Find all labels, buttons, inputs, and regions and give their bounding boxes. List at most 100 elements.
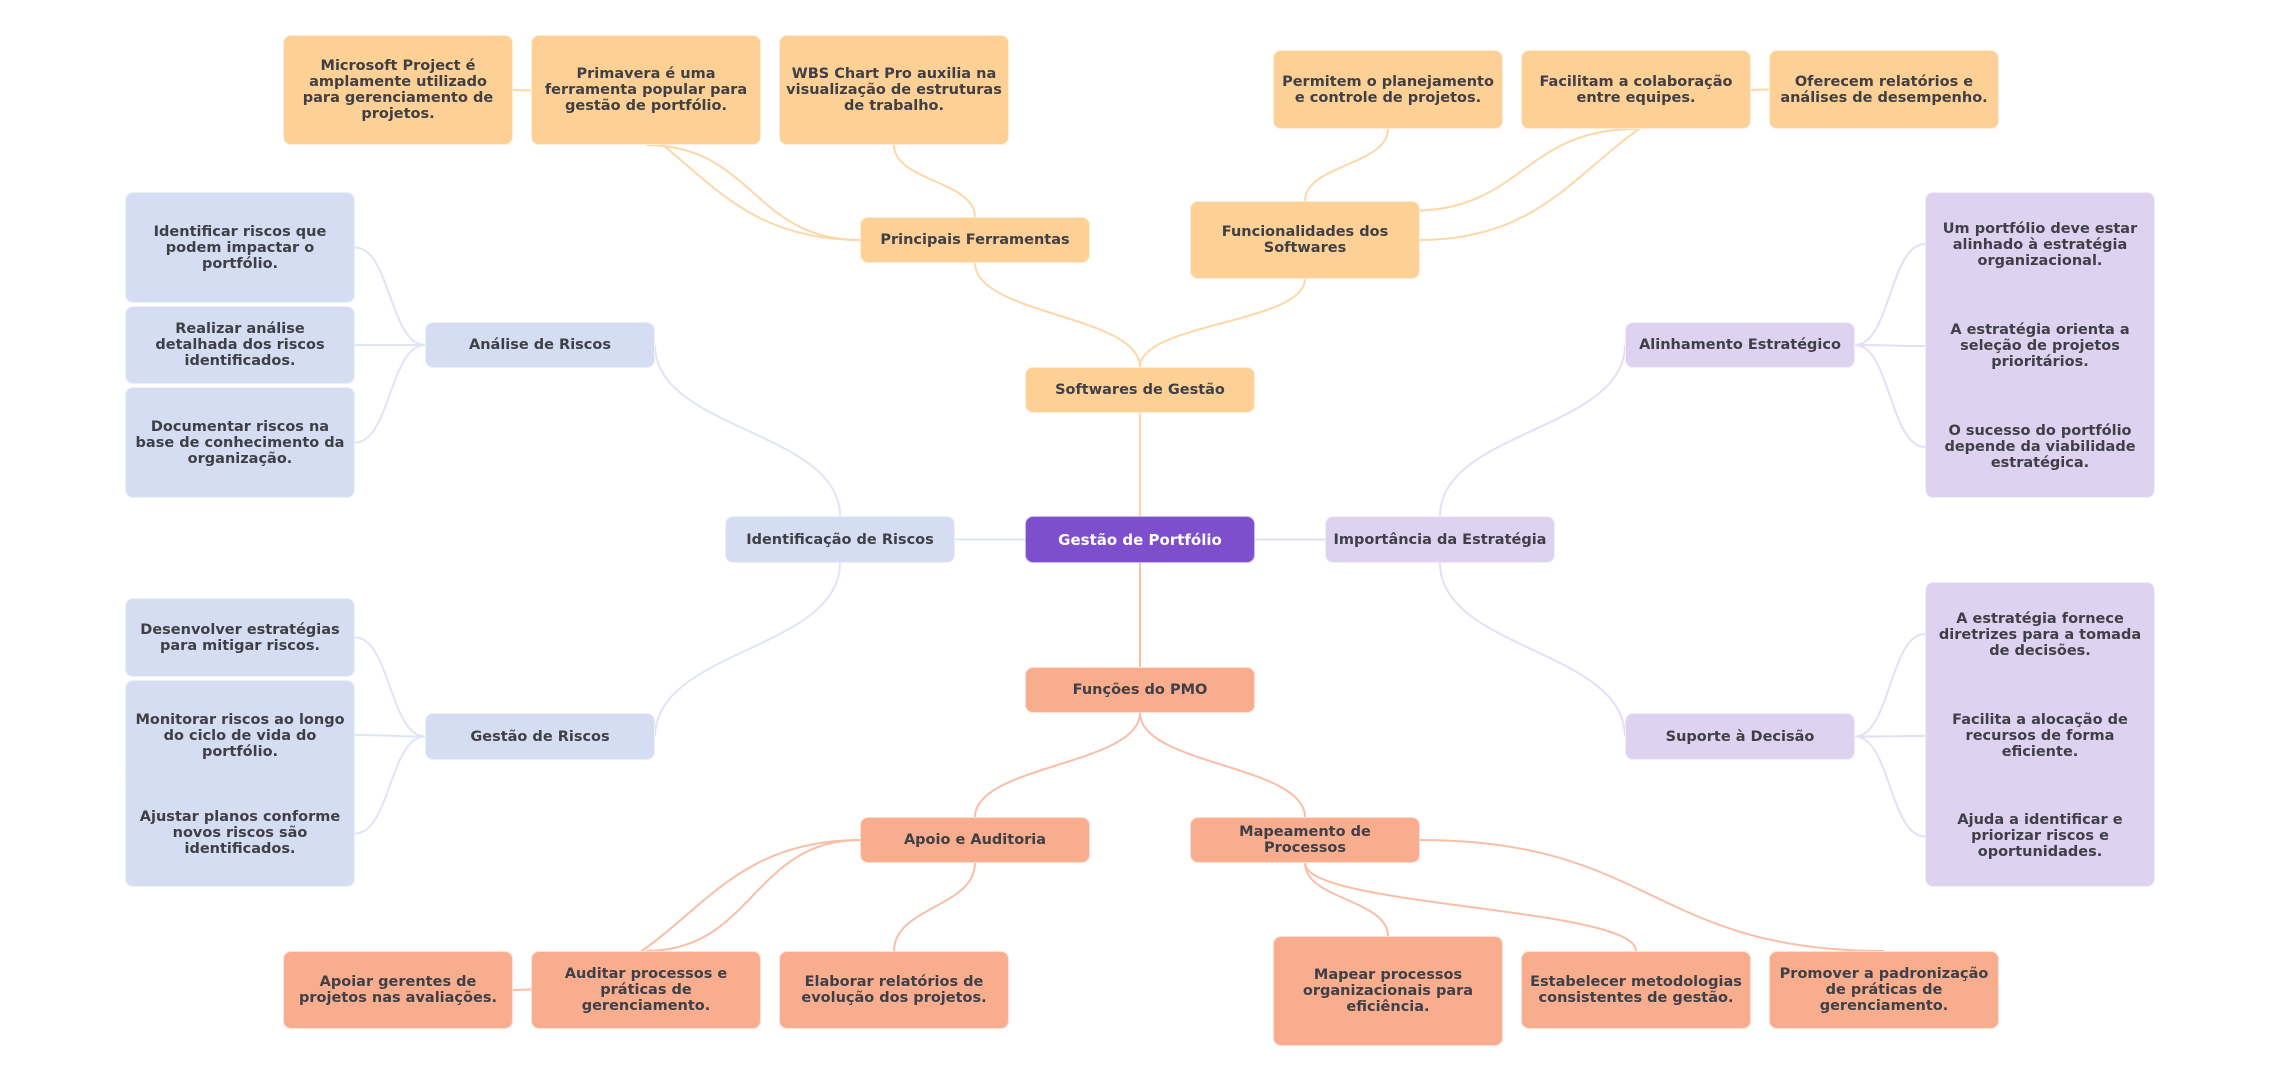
node-softwares-de-gestao[interactable]: Softwares de Gestão — [1025, 367, 1255, 413]
connector-stD-stD1 — [1854, 735, 1926, 738]
leaf-label: A estratégia orienta a seleção de projet… — [1950, 322, 2130, 370]
node-analise-de-riscos[interactable]: Análise de Riscos — [425, 322, 655, 368]
connector-pm-pmM — [1139, 712, 1306, 818]
leaf-label: Apoiar gerentes de projetos nas avaliaçõ… — [299, 974, 497, 1006]
node-identificacao-de-riscos[interactable]: Identificação de Riscos — [725, 516, 955, 563]
connector-stA-stA0 — [1854, 243, 1926, 346]
node-gestao-de-riscos[interactable]: Gestão de Riscos — [425, 713, 655, 760]
leaf-node[interactable]: A estratégia fornece diretrizes para a t… — [1925, 582, 2155, 686]
node-label: Mapeamento de Processos — [1239, 824, 1371, 856]
leaf-label: Mapear processos organizacionais para ef… — [1302, 967, 1474, 1015]
leaf-label: Realizar análise detalhada dos riscos id… — [155, 321, 325, 369]
connector-rkM-rkM1 — [354, 734, 426, 738]
leaf-label: Um portfólio deve estar alinhado à estra… — [1942, 220, 2138, 269]
leaf-label: Identificar riscos que podem impactar o … — [153, 223, 327, 272]
connector-stA-stA2 — [1854, 344, 1926, 448]
connector-rkM-rkM0 — [354, 636, 426, 738]
leaf-node[interactable]: Auditar processos e práticas de gerencia… — [531, 951, 761, 1029]
node-apoio-e-auditoria[interactable]: Apoio e Auditoria — [860, 817, 1090, 863]
node-mapeamento-de-processos[interactable]: Mapeamento de Processos — [1190, 817, 1420, 863]
node-importancia-da-estrategia[interactable]: Importância da Estratégia — [1325, 516, 1555, 563]
leaf-label: Primavera é uma ferramenta popular para … — [544, 66, 748, 114]
leaf-label: O sucesso do portfólio depende da viabil… — [1944, 422, 2136, 471]
node-principais-ferramentas[interactable]: Principais Ferramentas — [860, 217, 1090, 263]
leaf-node[interactable]: WBS Chart Pro auxilia na visualização de… — [779, 35, 1009, 145]
leaf-node[interactable]: Estabelecer metodologias consistentes de… — [1521, 951, 1751, 1029]
node-alinhamento-estrategico[interactable]: Alinhamento Estratégico — [1625, 322, 1855, 368]
connector-pmA-pmA1 — [645, 839, 861, 952]
leaf-label: Auditar processos e práticas de gerencia… — [564, 966, 728, 1014]
connector-rkA-rkA0 — [354, 246, 426, 346]
node-label: Funcionalidades dos Softwares — [1221, 224, 1389, 256]
connector-sw-swFeat — [1139, 278, 1306, 368]
leaf-label: Permitem o planejamento e controle de pr… — [1282, 73, 1494, 106]
leaf-node[interactable]: Documentar riscos na base de conheciment… — [125, 387, 355, 498]
node-label: Identificação de Riscos — [746, 531, 934, 548]
leaf-node[interactable]: Primavera é uma ferramenta popular para … — [531, 35, 761, 145]
leaf-node[interactable]: Facilita a alocação de recursos de forma… — [1925, 684, 2155, 788]
leaf-node[interactable]: Facilitam a colaboração entre equipes. — [1521, 50, 1751, 129]
node-label: Apoio e Auditoria — [903, 832, 1047, 848]
leaf-node[interactable]: Microsoft Project é amplamente utilizado… — [283, 35, 513, 145]
connector-rk-rkA — [654, 344, 841, 517]
leaf-node[interactable]: Apoiar gerentes de projetos nas avaliaçõ… — [283, 951, 513, 1029]
node-funcionalidades-dos-softwares[interactable]: Funcionalidades dos Softwares — [1190, 201, 1420, 279]
leaf-node[interactable]: A estratégia orienta a seleção de projet… — [1925, 294, 2155, 398]
leaf-label: Monitorar riscos ao longo do ciclo de vi… — [135, 711, 345, 760]
root-node[interactable]: Gestão de Portfólio — [1025, 516, 1255, 563]
connector-st-stD — [1439, 562, 1626, 737]
node-label: Suporte à Decisão — [1665, 728, 1815, 745]
leaf-node[interactable]: Promover a padronização de práticas de g… — [1769, 951, 1999, 1029]
leaf-node[interactable]: O sucesso do portfólio depende da viabil… — [1925, 396, 2155, 498]
leaf-node[interactable]: Realizar análise detalhada dos riscos id… — [125, 306, 355, 384]
connector-pmM-pmM2 — [1419, 839, 1885, 952]
node-funcoes-do-pmo[interactable]: Funções do PMO — [1025, 667, 1255, 713]
connector-swFeat-swF1 — [1409, 128, 1637, 212]
leaf-label: Ajuda a identificar e priorizar riscos e… — [1957, 812, 2123, 860]
connector-stA-stA1 — [1854, 344, 1926, 347]
connector-swFeat-swF0 — [1304, 128, 1389, 202]
leaf-label: Documentar riscos na base de conheciment… — [135, 418, 345, 467]
leaf-node[interactable]: Mapear processos organizacionais para ef… — [1273, 936, 1503, 1046]
node-suporte-a-decisao[interactable]: Suporte à Decisão — [1625, 713, 1855, 760]
leaf-label: Promover a padronização de práticas de g… — [1779, 966, 1989, 1014]
leaf-node[interactable]: Ajustar planos conforme novos riscos são… — [125, 780, 355, 887]
connector-pmM-pmM0 — [1304, 862, 1389, 937]
leaf-node[interactable]: Identificar riscos que podem impactar o … — [125, 192, 355, 303]
connector-rkA-rkA2 — [354, 344, 426, 444]
node-label: Principais Ferramentas — [880, 232, 1070, 248]
connector-sw-swTools — [974, 262, 1141, 368]
node-label: Alinhamento Estratégico — [1639, 337, 1841, 353]
root-label: Gestão de Portfólio — [1058, 530, 1222, 549]
leaf-node[interactable]: Um portfólio deve estar alinhado à estra… — [1925, 192, 2155, 296]
leaf-label: Facilitam a colaboração entre equipes. — [1539, 73, 1733, 106]
connector-swTools-swT1 — [645, 144, 861, 241]
leaf-label: Elaborar relatórios de evolução dos proj… — [801, 974, 987, 1006]
leaf-label: Ajustar planos conforme novos riscos são… — [139, 809, 341, 857]
connector-st-stA — [1439, 344, 1626, 517]
connector-stD-stD2 — [1854, 735, 1926, 838]
connector-rk-rkM — [654, 562, 841, 737]
leaf-label: Oferecem relatórios e análises de desemp… — [1780, 73, 1988, 106]
connector-pm-pmA — [974, 712, 1141, 818]
node-label: Funções do PMO — [1072, 682, 1208, 698]
node-label: Análise de Riscos — [469, 337, 611, 353]
leaf-label: Desenvolver estratégias para mitigar ris… — [140, 621, 340, 654]
leaf-node[interactable]: Oferecem relatórios e análises de desemp… — [1769, 50, 1999, 129]
connector-stD-stD0 — [1854, 633, 1926, 738]
connector-swTools-swT2 — [893, 144, 976, 218]
leaf-node[interactable]: Permitem o planejamento e controle de pr… — [1273, 50, 1503, 129]
connector-pmA-pmA2 — [893, 862, 976, 952]
node-label: Importância da Estratégia — [1333, 531, 1547, 548]
leaf-label: Estabelecer metodologias consistentes de… — [1530, 974, 1742, 1006]
connector-pmM-pmM1 — [1304, 862, 1637, 952]
leaf-node[interactable]: Monitorar riscos ao longo do ciclo de vi… — [125, 680, 355, 790]
leaf-node[interactable]: Ajuda a identificar e priorizar riscos e… — [1925, 786, 2155, 887]
node-label: Softwares de Gestão — [1055, 382, 1225, 398]
leaf-node[interactable]: Elaborar relatórios de evolução dos proj… — [779, 951, 1009, 1029]
leaf-label: Facilita a alocação de recursos de forma… — [1952, 712, 2128, 760]
connector-rkM-rkM2 — [354, 735, 426, 835]
leaf-node[interactable]: Desenvolver estratégias para mitigar ris… — [125, 598, 355, 677]
leaf-label: WBS Chart Pro auxilia na visualização de… — [786, 66, 1002, 114]
